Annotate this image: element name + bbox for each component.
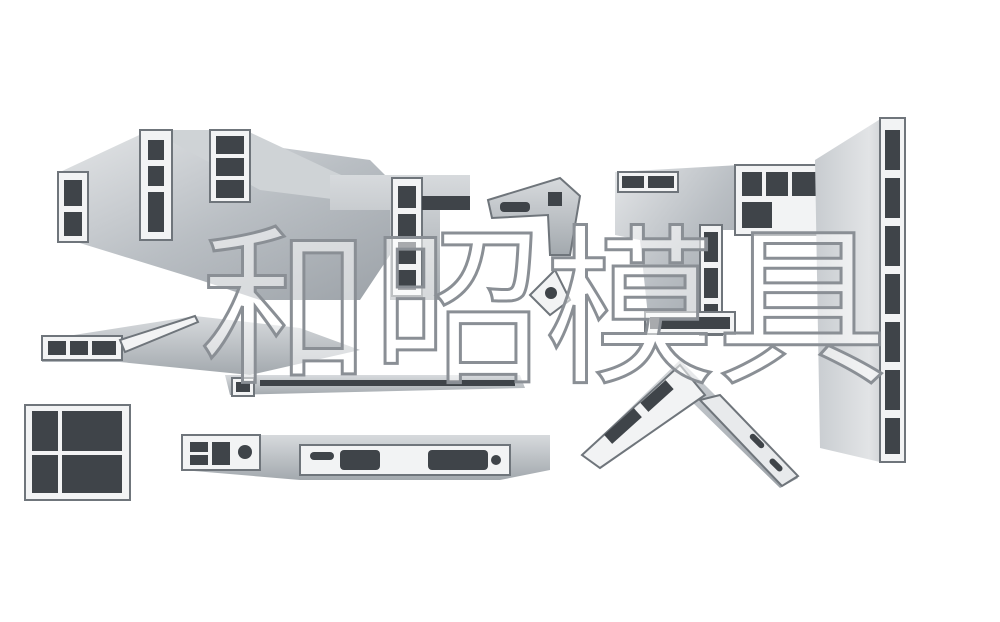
profile-square bbox=[24, 404, 131, 501]
profile-corner-right bbox=[615, 164, 826, 336]
profile-thin-strip bbox=[225, 375, 525, 397]
profile-bottom-long bbox=[181, 434, 550, 480]
profile-small-angle bbox=[486, 176, 582, 317]
profile-flat-wing bbox=[41, 314, 360, 375]
profile-top-left bbox=[57, 129, 420, 300]
profile-tall-panel bbox=[815, 117, 906, 463]
profile-center-bracket bbox=[330, 175, 470, 300]
profile-v-shape bbox=[580, 360, 800, 488]
